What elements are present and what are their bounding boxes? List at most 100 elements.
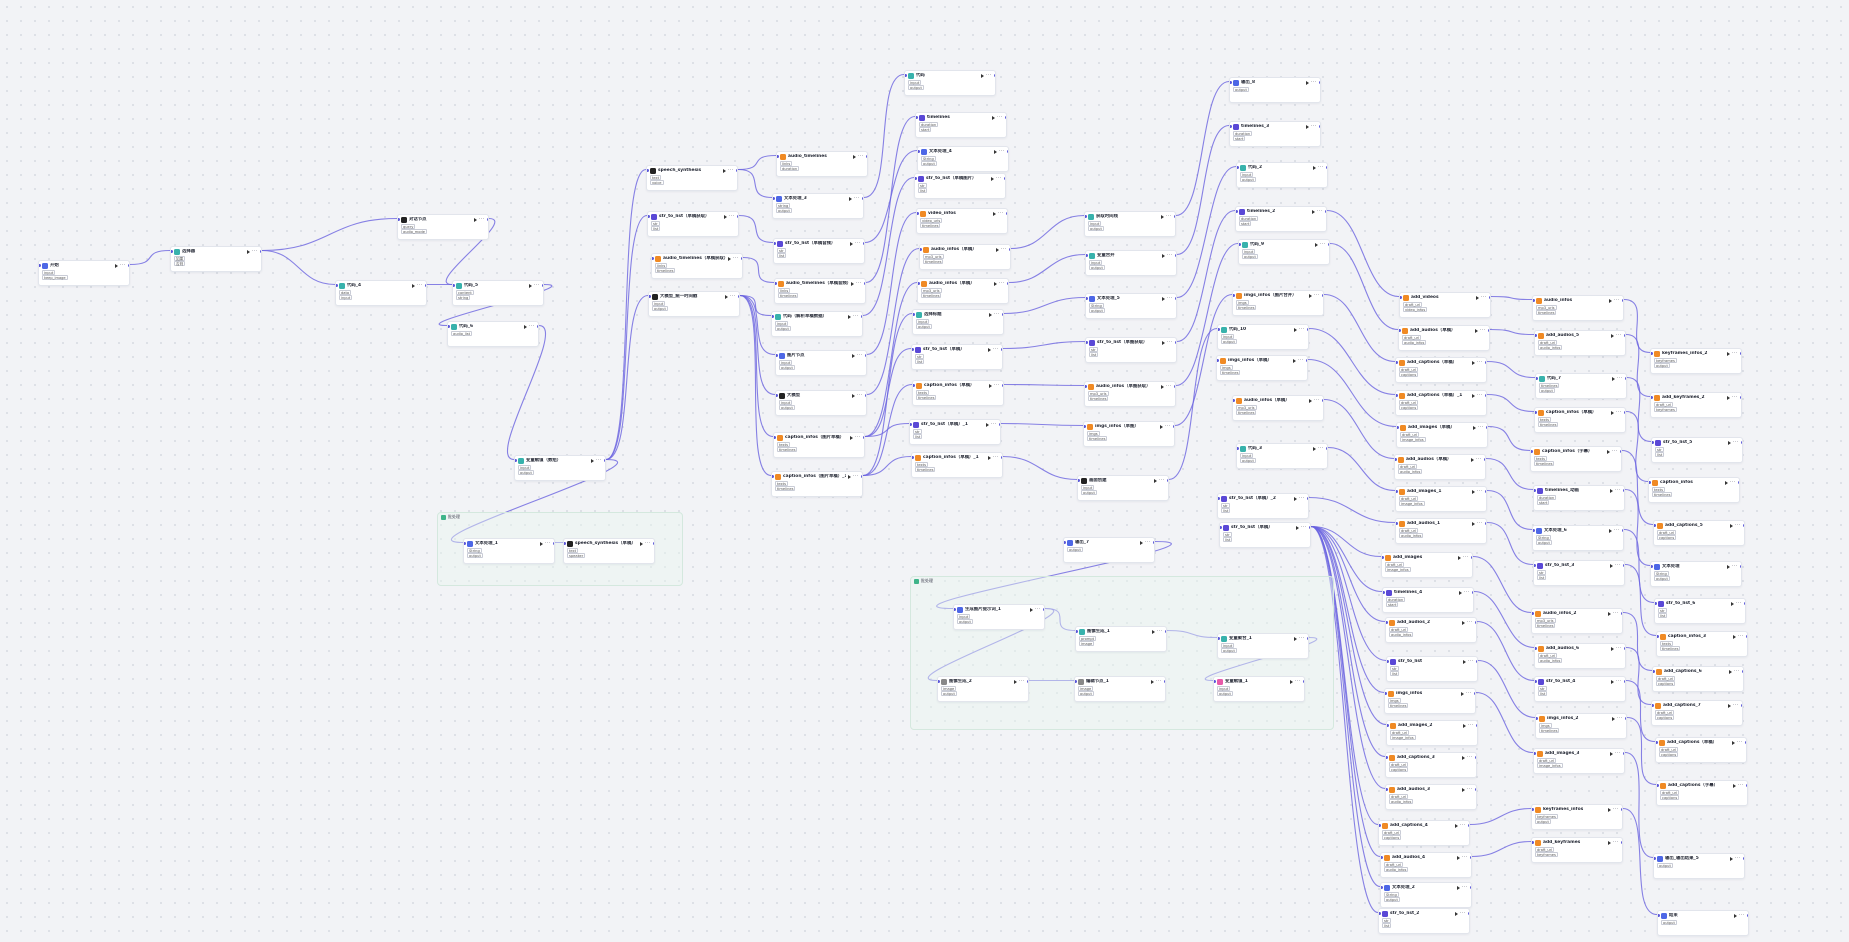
input-port[interactable] [905,74,907,77]
input-port[interactable] [1218,637,1220,640]
more-options-icon[interactable]: ··· [997,210,1004,216]
input-port[interactable] [398,218,400,221]
workflow-node[interactable]: 选择器···如果否则 [170,246,262,272]
output-port[interactable] [862,242,864,245]
run-node-icon[interactable] [1308,293,1312,298]
output-port[interactable] [864,394,866,397]
connection-wire[interactable] [1626,716,1657,786]
more-options-icon[interactable]: ··· [1466,619,1473,625]
more-options-icon[interactable]: ··· [996,114,1003,120]
more-options-icon[interactable]: ··· [1459,822,1466,828]
connection-wire[interactable] [1008,253,1086,284]
more-options-icon[interactable]: ··· [1733,668,1740,674]
input-port[interactable] [515,459,517,462]
output-port[interactable] [1484,522,1486,525]
output-port[interactable] [862,436,864,439]
output-port[interactable] [740,257,742,260]
output-port[interactable] [1001,384,1003,387]
more-options-icon[interactable]: ··· [1467,658,1474,664]
output-port[interactable] [1623,411,1625,414]
output-port[interactable] [1174,254,1176,257]
more-options-icon[interactable]: ··· [1611,448,1618,454]
output-port[interactable] [737,295,739,298]
output-port[interactable] [1485,426,1487,429]
output-port[interactable] [1484,490,1486,493]
connection-wire[interactable] [864,347,912,438]
run-node-icon[interactable] [993,149,997,154]
output-port[interactable] [1318,125,1320,128]
run-node-icon[interactable] [1609,563,1613,568]
output-port[interactable] [1620,808,1622,811]
input-port[interactable] [564,542,566,545]
more-options-icon[interactable]: ··· [1479,327,1486,333]
output-port[interactable] [1325,166,1327,169]
more-options-icon[interactable]: ··· [1732,439,1739,445]
input-port[interactable] [1400,296,1402,299]
input-port[interactable] [1535,680,1537,683]
input-port[interactable] [1396,490,1398,493]
input-port[interactable] [171,250,173,253]
input-port[interactable] [1086,341,1088,344]
output-port[interactable] [1487,329,1489,332]
connection-wire[interactable] [862,176,915,317]
connection-wire[interactable] [1003,383,1085,387]
input-port[interactable] [1651,352,1653,355]
more-options-icon[interactable]: ··· [1461,884,1468,890]
input-port[interactable] [918,282,920,285]
more-options-icon[interactable]: ··· [1735,600,1742,606]
input-port[interactable] [1396,361,1398,364]
run-node-icon[interactable] [1471,521,1475,526]
run-node-icon[interactable] [1160,214,1164,219]
run-node-icon[interactable] [1293,496,1297,501]
more-options-icon[interactable]: ··· [1612,610,1619,616]
connection-wire[interactable] [1626,376,1652,443]
connection-wire[interactable] [1622,807,1658,916]
run-node-icon[interactable] [1305,124,1309,129]
input-port[interactable] [1381,886,1383,889]
run-node-icon[interactable] [1293,327,1297,332]
input-port[interactable] [1532,612,1534,615]
input-port[interactable] [1535,334,1537,337]
more-options-icon[interactable]: ··· [993,382,1000,388]
output-port[interactable] [1621,529,1623,532]
connection-wire[interactable] [863,73,905,199]
connection-wire[interactable] [1175,80,1230,217]
run-node-icon[interactable] [1726,395,1730,400]
output-port[interactable] [1623,680,1625,683]
input-port[interactable] [913,384,915,387]
output-port[interactable] [1483,458,1485,461]
more-options-icon[interactable]: ··· [1612,839,1619,845]
run-node-icon[interactable] [523,324,527,329]
more-options-icon[interactable]: ··· [1614,487,1621,493]
output-port[interactable] [1622,564,1624,567]
more-options-icon[interactable]: ··· [1158,477,1165,483]
input-port[interactable] [1654,857,1656,860]
run-node-icon[interactable] [1726,564,1730,569]
output-port[interactable] [1742,857,1744,860]
output-port[interactable] [1163,680,1165,683]
output-port[interactable] [1174,297,1176,300]
run-node-icon[interactable] [1462,659,1466,664]
output-port[interactable] [1306,497,1308,500]
input-port[interactable] [920,248,922,251]
connection-wire[interactable] [1477,659,1536,719]
connection-wire[interactable] [1329,242,1399,331]
run-node-icon[interactable] [1456,855,1460,860]
output-port[interactable] [1003,177,1005,180]
